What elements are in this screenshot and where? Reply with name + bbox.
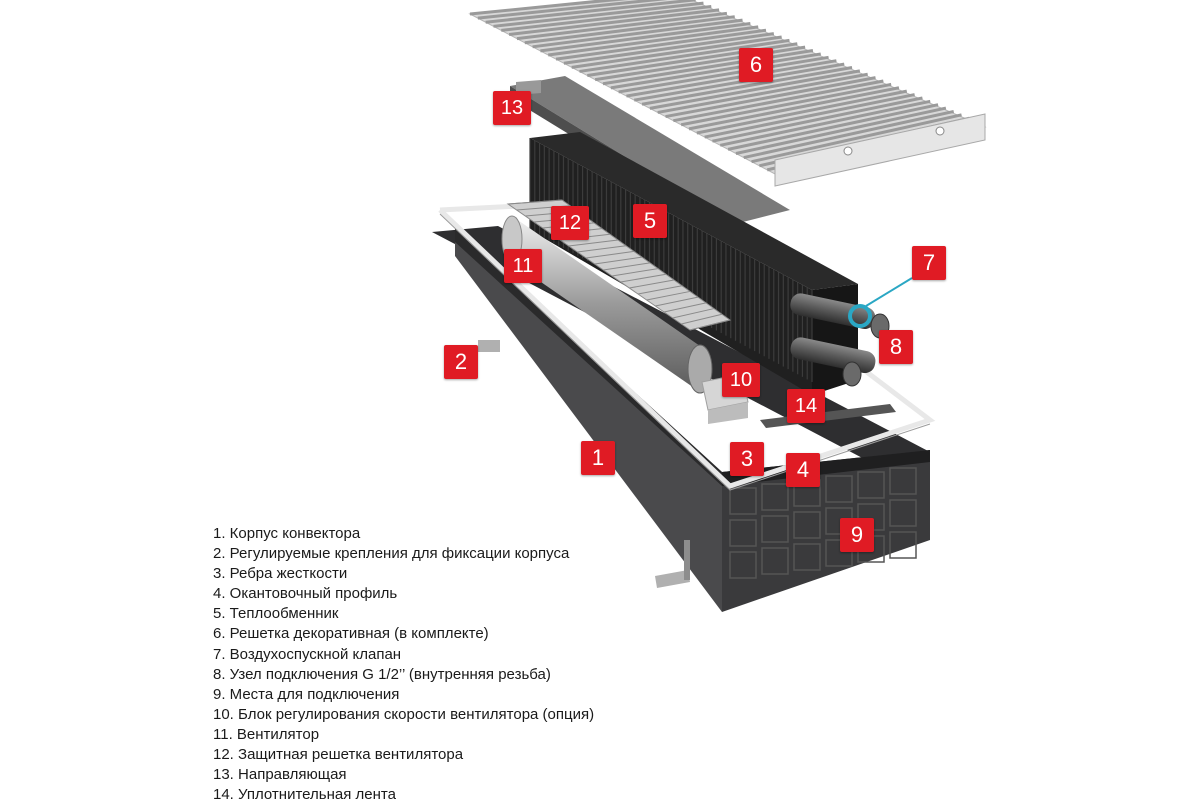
legend-item: 13. Направляющая — [213, 766, 347, 784]
legend-item: 3. Ребра жесткости — [213, 565, 348, 583]
legend-item: 9. Места для подключения — [213, 685, 400, 703]
callout-4: 4 — [786, 453, 820, 487]
legend-item: 7. Воздухоспускной клапан — [213, 645, 402, 663]
legend-item: 4. Окантовочный профиль — [213, 585, 398, 603]
callout-12: 12 — [551, 206, 589, 240]
legend-item: 2. Регулируемые крепления для фиксации к… — [213, 545, 570, 563]
legend-item: 5. Теплообменник — [213, 605, 339, 623]
legend-item: 10. Блок регулирования скорости вентилят… — [213, 705, 595, 723]
callout-13: 13 — [493, 91, 531, 125]
decorative-grille — [468, 0, 987, 187]
legend-item: 1. Корпус конвектора — [213, 525, 361, 542]
callout-3: 3 — [730, 442, 764, 476]
legend-item: 8. Узел подключения G 1/2’’ (внутренняя … — [213, 665, 551, 683]
callout-8: 8 — [879, 330, 913, 364]
callout-1: 1 — [581, 441, 615, 475]
legend-item: 6. Решетка декоративная (в комплекте) — [213, 625, 489, 643]
air-vent-valve — [848, 277, 913, 328]
callout-10: 10 — [722, 363, 760, 397]
parts-legend: 1. Корпус конвектора 2. Регулируемые кре… — [213, 524, 594, 805]
callout-9: 9 — [840, 518, 874, 552]
callout-2: 2 — [444, 345, 478, 379]
callout-7: 7 — [912, 246, 946, 280]
callout-6: 6 — [739, 48, 773, 82]
callout-5: 5 — [633, 204, 667, 238]
callout-11: 11 — [504, 249, 542, 283]
legend-item: 14. Уплотнительная лента — [213, 786, 396, 804]
connection-pipes — [790, 293, 890, 387]
legend-item: 12. Защитная решетка вентилятора — [213, 746, 464, 764]
callout-14: 14 — [787, 389, 825, 423]
legend-item: 11. Вентилятор — [213, 725, 320, 743]
